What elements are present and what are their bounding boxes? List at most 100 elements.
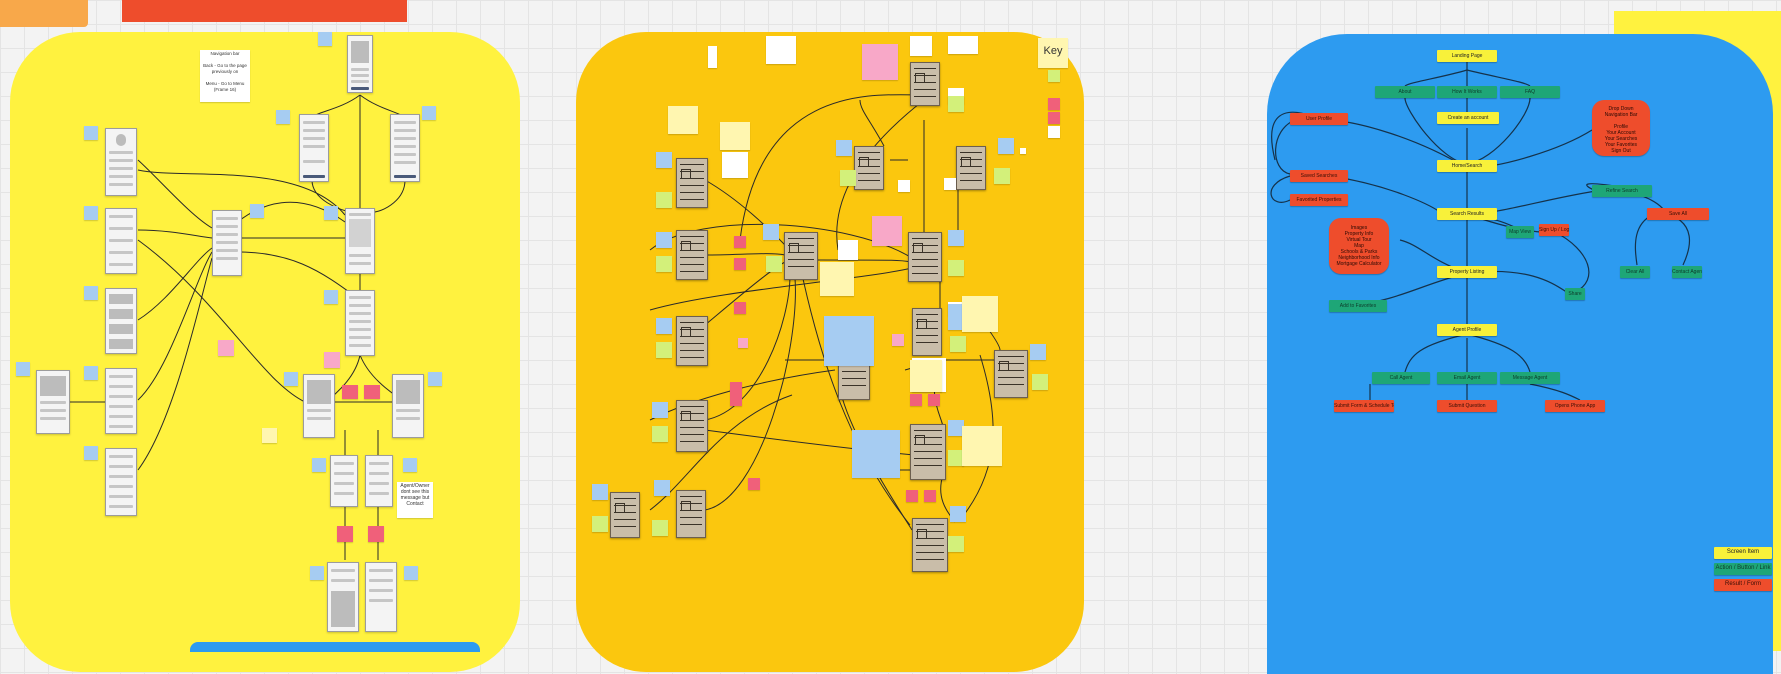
wireframe-map-screen <box>392 374 424 438</box>
panel2-sticky-5 <box>862 44 898 80</box>
panel1-sticky-1 <box>318 32 332 46</box>
panel2-sticky-49 <box>1030 344 1046 360</box>
panel2-sticky-27 <box>730 394 742 406</box>
panel1-sticky-8 <box>84 446 98 460</box>
wireframe-login-screen <box>299 114 329 182</box>
wireframe-contact-screen-b <box>365 455 393 507</box>
node-property-listing: Property Listing <box>1437 266 1497 278</box>
panel1-sticky-18 <box>404 566 418 580</box>
wireframe-form-screen-b <box>365 562 397 632</box>
panel2-sticky-51 <box>948 420 964 436</box>
wireframe-favorites-screen <box>105 288 137 354</box>
panel1-sticky-9 <box>16 362 30 376</box>
panel1-sticky-10 <box>250 204 264 218</box>
panel2-sticky-64 <box>1048 126 1060 138</box>
node-clear-all: Clear All <box>1620 266 1650 278</box>
wireframe-menu-screen <box>212 210 242 276</box>
bottom-blue-fragment <box>190 642 480 652</box>
wireframe-search-screen <box>345 208 375 274</box>
node-contact-agent: Contact Agent <box>1672 266 1702 278</box>
key-title: Key <box>1043 45 1063 57</box>
sitemap-panel <box>1267 34 1773 674</box>
paper-sketch-frame-9 <box>910 62 940 106</box>
node-email-agent: Email Agent <box>1437 372 1497 384</box>
panel2-sticky-17 <box>654 480 670 496</box>
panel2-sticky-12 <box>656 256 672 272</box>
paper-sketch-frame-6 <box>610 492 640 538</box>
panel2-sticky-30 <box>836 140 852 156</box>
wireframe-messages-screen <box>105 448 137 516</box>
node-agent-profile: Agent Profile <box>1437 324 1497 336</box>
panel2-sticky-20 <box>652 520 668 536</box>
panel1-sticky-12 <box>324 290 338 304</box>
node-home-search: Home/Search <box>1437 160 1497 172</box>
panel2-sticky-58 <box>928 394 940 406</box>
wireframe-contact-screen-a <box>330 455 358 507</box>
panel1-sticky-16 <box>403 458 417 472</box>
wireframe-saved-searches-screen <box>105 368 137 434</box>
panel2-sticky-32 <box>820 262 854 296</box>
node-about: About <box>1375 86 1435 98</box>
panel2-sticky-31 <box>840 170 856 186</box>
panel2-sticky-1 <box>708 46 717 68</box>
panel1-sticky-20 <box>324 352 340 368</box>
panel1-sticky-3 <box>422 106 436 120</box>
node-favorited-properties: Favorited Properties <box>1290 194 1348 206</box>
dropdown-nav-blob: Drop Down Navigation Bar Profile Your Ac… <box>1592 100 1650 156</box>
node-sign-up: Sign Up / Login <box>1539 224 1569 236</box>
panel2-sticky-42 <box>948 230 964 246</box>
panel1-sticky-11 <box>324 206 338 220</box>
node-add-to-favorites: Add to Favorites <box>1329 300 1387 312</box>
node-call-agent: Call Agent <box>1372 372 1430 384</box>
panel1-sticky-15 <box>312 458 326 472</box>
panel2-sticky-23 <box>734 258 746 270</box>
paper-sketch-frame-16 <box>912 518 948 572</box>
panel2-sticky-68 <box>838 240 858 260</box>
legend-result-item: Result / Form <box>1714 579 1772 591</box>
wireframe-profile-screen <box>105 128 137 196</box>
panel2-sticky-39 <box>948 96 964 112</box>
panel2-sticky-50 <box>1032 374 1048 390</box>
panel2-sticky-11 <box>656 232 672 248</box>
panel2-sticky-7 <box>720 122 750 150</box>
paper-sketch-frame-8 <box>854 146 884 190</box>
node-submit-form-sched: Submit Form & Schedule Tour <box>1334 400 1394 412</box>
paper-sketch-frame-4 <box>676 400 708 452</box>
panel2-sticky-16 <box>652 426 668 442</box>
panel2-sticky-2 <box>766 36 796 64</box>
node-map-view: Map View <box>1506 226 1534 238</box>
panel2-sticky-48 <box>962 296 998 332</box>
legend-action-item: Action / Button / Link <box>1714 563 1772 575</box>
panel2-sticky-45 <box>950 336 966 352</box>
paper-sketch-frame-5 <box>676 490 706 538</box>
panel1-sticky-13 <box>284 372 298 386</box>
panel2-flow-lines <box>649 94 1001 531</box>
paper-sketch-frame-12 <box>912 308 942 356</box>
panel2-sticky-26 <box>730 382 742 394</box>
panel2-sticky-61 <box>1048 70 1060 82</box>
panel2-sticky-10 <box>656 192 672 208</box>
property-listing-details-blob: Images Property Info Virtual Tour Map Sc… <box>1329 218 1389 274</box>
node-opens-phone: Opens Phone App <box>1545 400 1605 412</box>
legend-screen-item: Screen Item <box>1714 547 1772 559</box>
wireframe-signup-screen <box>390 114 420 182</box>
panel1-sticky-7 <box>84 366 98 380</box>
panel2-sticky-15 <box>652 402 668 418</box>
panel2-sticky-25 <box>738 338 748 348</box>
panel1-sticky-5 <box>84 206 98 220</box>
paper-sketch-frame-11 <box>908 232 942 282</box>
node-create-account: Create an account <box>1437 112 1499 124</box>
node-saved-searches: Saved Searches <box>1290 170 1348 182</box>
node-faq: FAQ <box>1500 86 1560 98</box>
panel2-sticky-6 <box>668 106 698 134</box>
panel2-sticky-13 <box>656 318 672 334</box>
panel2-sticky-8 <box>722 152 748 178</box>
panel2-sticky-22 <box>734 236 746 248</box>
paper-sketch-frame-14 <box>994 350 1028 398</box>
wireframe-results-screen <box>345 290 375 356</box>
panel2-sticky-29 <box>766 256 782 272</box>
panel2-sticky-66 <box>898 180 910 192</box>
panel2-sticky-53 <box>962 426 1002 466</box>
panel2-sticky-9 <box>656 152 672 168</box>
panel1-sticky-2 <box>276 110 290 124</box>
